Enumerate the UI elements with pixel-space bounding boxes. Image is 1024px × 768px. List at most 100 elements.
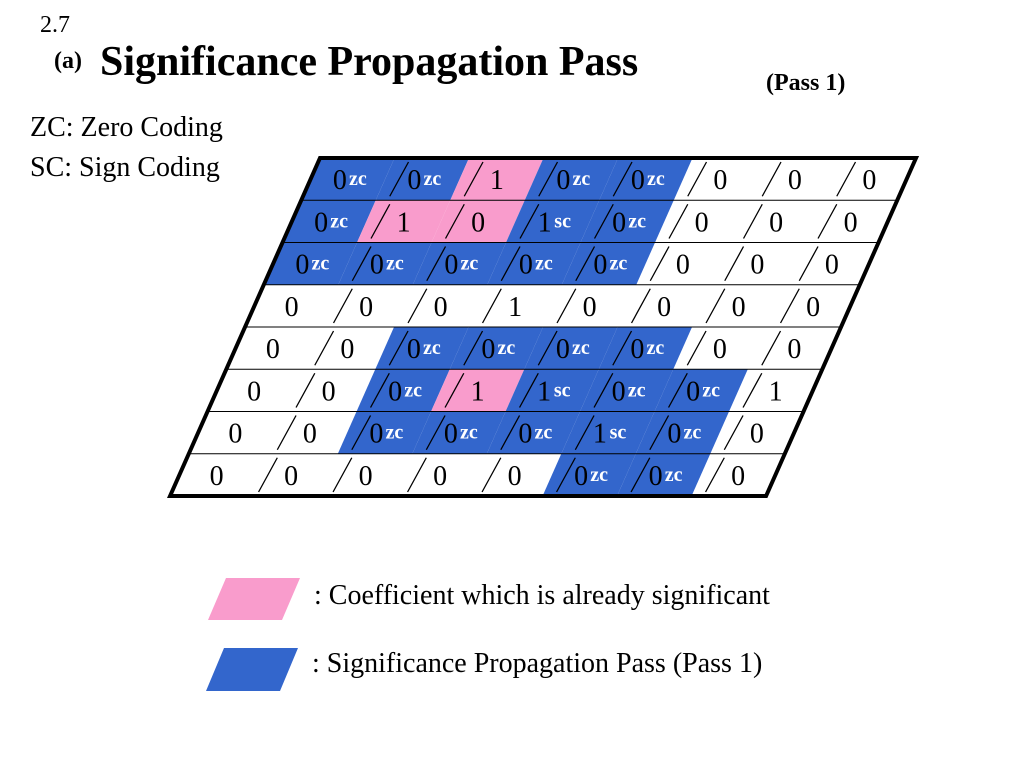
column-separator: [817, 203, 838, 239]
column-separator: [593, 372, 614, 408]
sign-coding-label: sc: [554, 379, 571, 401]
title-prefix: (a): [54, 48, 82, 74]
zero-coding-label: zc: [498, 337, 516, 359]
coefficient-value: 0: [210, 461, 224, 492]
coefficient-value: 0: [369, 419, 383, 450]
coefficient-value: 0: [284, 461, 298, 492]
cell-fill-r0-c4: [599, 158, 693, 201]
coefficient-value: 0: [481, 334, 495, 365]
coefficient-value: 0: [444, 419, 458, 450]
column-separator: [332, 288, 353, 324]
cell-fill-r1-c3: [506, 200, 600, 243]
cell-fill-r0-c0: [301, 158, 395, 201]
zero-coding-label: zc: [349, 168, 367, 190]
column-separator: [779, 288, 800, 324]
legend-propagation-pass-swatch: [206, 648, 298, 691]
coefficient-value: 0: [787, 334, 801, 365]
cell-fill-r6-c6: [635, 411, 730, 454]
coefficient-value: 0: [518, 419, 532, 450]
cell-fill-r0-c1: [375, 158, 469, 201]
cell-fill-r0-c2: [450, 158, 544, 201]
cell-fill-r7-c6: [617, 453, 711, 496]
coefficient-value: 0: [303, 419, 317, 450]
coefficient-value: 0: [340, 334, 354, 365]
column-separator: [724, 246, 745, 282]
zero-coding-label: zc: [330, 210, 348, 232]
cell-fill-r2-c2: [412, 242, 507, 285]
grid-border: [166, 156, 920, 498]
column-separator: [742, 203, 763, 239]
coefficient-value: 0: [228, 419, 242, 450]
column-separator: [481, 457, 502, 493]
coefficient-value: 0: [732, 292, 746, 323]
column-separator: [593, 203, 614, 239]
zero-coding-label: zc: [572, 168, 590, 190]
column-separator: [500, 415, 521, 451]
column-separator: [519, 203, 540, 239]
cell-fill-r6-c5: [561, 411, 655, 454]
cell-fill-r6-c4: [486, 411, 581, 454]
column-separator: [630, 288, 651, 324]
coefficient-value: 0: [667, 419, 681, 450]
cell-fill-r6-c2: [337, 411, 432, 454]
column-separator: [314, 330, 335, 366]
page-title: Significance Propagation Pass: [100, 39, 639, 85]
cell-fill-r2-c1: [338, 242, 432, 285]
cell-fill-r2-c0: [263, 242, 358, 285]
column-separator: [668, 203, 689, 239]
coefficient-value: 0: [370, 250, 384, 281]
coefficient-value: 1: [769, 376, 783, 407]
coefficient-value: 0: [686, 376, 700, 407]
zero-coding-label: zc: [460, 422, 478, 444]
zero-coding-label: zc: [535, 253, 553, 275]
coefficient-value: 0: [862, 165, 876, 196]
coefficient-value: 0: [247, 376, 261, 407]
column-separator: [649, 246, 670, 282]
coefficient-value: 0: [825, 250, 839, 281]
coefficient-value: 0: [433, 461, 447, 492]
column-separator: [575, 246, 596, 282]
column-separator: [463, 161, 484, 197]
column-separator: [761, 330, 782, 366]
cell-fill-r6-c3: [412, 411, 506, 454]
legend-already-significant-swatch: [208, 578, 300, 620]
zero-coding-label: zc: [665, 464, 683, 486]
sign-coding-label: sc: [610, 422, 627, 444]
coefficient-value: 1: [538, 207, 552, 238]
cell-fill-r5-c2: [356, 369, 450, 412]
zero-coding-label: zc: [423, 168, 441, 190]
coefficient-value: 0: [574, 461, 588, 492]
coefficient-value: 1: [508, 292, 522, 323]
coefficient-value: 0: [519, 250, 533, 281]
zero-coding-label: zc: [647, 168, 665, 190]
zero-coding-label: zc: [461, 253, 479, 275]
abbreviation-sign-coding: SC: Sign Coding: [30, 152, 220, 183]
column-separator: [537, 330, 558, 366]
column-separator: [407, 288, 428, 324]
coefficient-value: 0: [713, 334, 727, 365]
column-separator: [612, 161, 633, 197]
column-separator: [370, 203, 391, 239]
coefficient-value: 0: [434, 292, 448, 323]
legend-already-significant-label: : Coefficient which is already significa…: [314, 580, 770, 611]
coefficient-value: 0: [556, 334, 570, 365]
column-separator: [463, 330, 484, 366]
coefficient-value: 0: [788, 165, 802, 196]
coefficient-value: 1: [537, 376, 551, 407]
cell-fill-r0-c3: [524, 158, 618, 201]
coefficient-value: 0: [695, 207, 709, 238]
coefficient-value: 0: [631, 165, 645, 196]
zero-coding-label: zc: [610, 253, 628, 275]
column-separator: [389, 161, 410, 197]
cell-fill-r5-c5: [580, 369, 674, 412]
cell-fill-r2-c4: [561, 242, 656, 285]
column-separator: [705, 288, 726, 324]
column-separator: [518, 372, 539, 408]
column-separator: [798, 246, 819, 282]
zero-coding-label: zc: [312, 253, 330, 275]
coefficient-value: 0: [750, 419, 764, 450]
legend-swatches: [206, 578, 300, 691]
column-separator: [612, 330, 633, 366]
